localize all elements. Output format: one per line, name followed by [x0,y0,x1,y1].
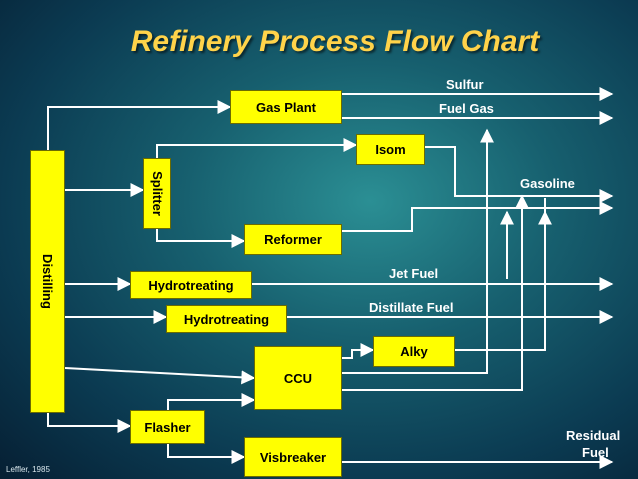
unit-flasher-label: Flasher [144,419,191,435]
line-splitter-to-reformer [156,229,246,248]
line-flasher-to-visbreaker [167,444,246,464]
unit-alky: Alky [373,336,455,367]
unit-hydrotreating-1: Hydrotreating [130,271,252,299]
unit-flasher: Flasher [130,410,205,444]
unit-ccu: CCU [254,346,342,410]
unit-reformer: Reformer [244,224,342,255]
product-gasoline: Gasoline [520,176,575,191]
line-ccu-to-residual [342,194,529,391]
line-distilling-to-ccu [64,367,256,385]
product-distillate-fuel: Distillate Fuel [369,300,454,315]
page-title: Refinery Process Flow Chart [130,25,540,58]
product-sulfur: Sulfur [446,77,484,92]
unit-visbreaker: Visbreaker [244,437,342,477]
unit-gas-plant: Gas Plant [230,90,342,124]
line-isom-to-gasoline [425,146,614,203]
line-ccu-to-alky [342,343,375,359]
source-credit: Leffler, 1985 [6,465,50,474]
unit-hydrotreating-2-label: Hydrotreating [183,311,270,327]
line-distilling-to-flasher [47,413,132,433]
unit-isom: Isom [356,134,425,165]
product-residual-fuel-line2: Fuel [582,445,609,460]
unit-distilling-label: Distilling [40,254,56,309]
line-alky-to-gasoline [455,198,546,351]
unit-ccu-label: CCU [283,370,313,386]
line-ccu-to-distillate [342,128,494,374]
line-flasher-to-ccu [167,393,256,410]
unit-reformer-label: Reformer [264,232,322,247]
product-jet-fuel: Jet Fuel [389,266,439,281]
line-reformer-to-gasoline [342,201,614,232]
line-splitter-to-isom [156,138,358,158]
product-fuel-gas: Fuel Gas [439,101,494,116]
unit-gas-plant-label: Gas Plant [256,99,316,115]
product-residual-fuel-line1: Residual [566,428,621,443]
unit-splitter: Splitter [143,158,171,229]
unit-splitter-label: Splitter [149,171,165,216]
unit-hydrotreating-2: Hydrotreating [166,305,287,333]
unit-visbreaker-label: Visbreaker [259,449,327,465]
unit-distilling: Distilling [30,150,65,413]
unit-alky-label: Alky [400,344,428,359]
unit-isom-label: Isom [375,142,406,157]
line-distilling-to-gasplant [47,100,232,150]
unit-hydrotreating-1-label: Hydrotreating [148,277,234,293]
